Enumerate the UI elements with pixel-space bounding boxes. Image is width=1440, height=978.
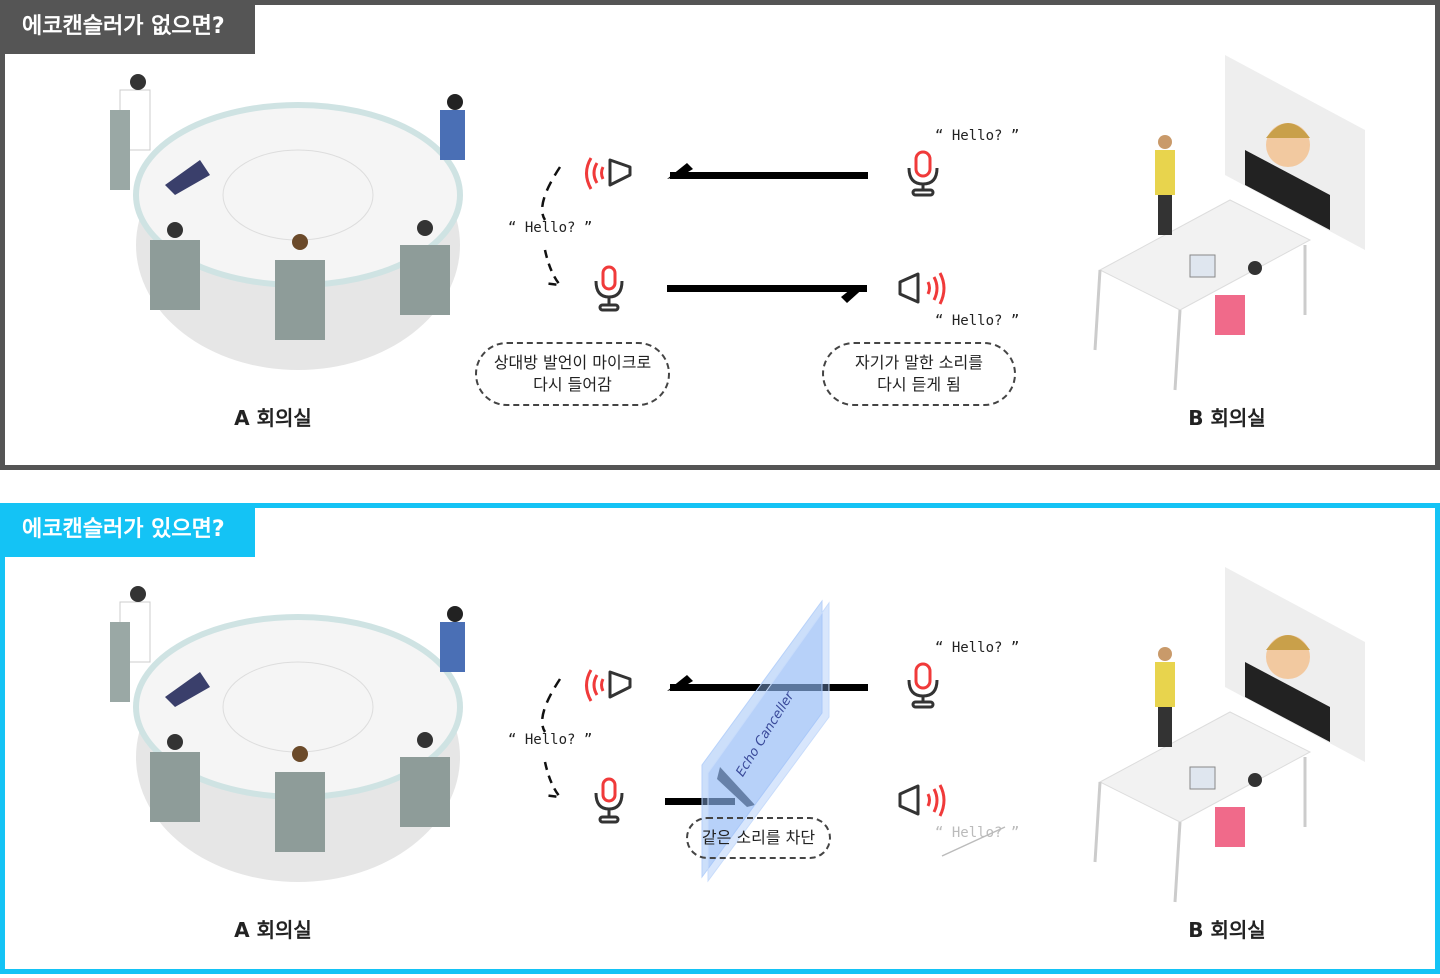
callout-line: 같은 소리를 차단 <box>701 828 816 847</box>
speaker-icon-right <box>898 784 946 817</box>
hello-label-left: “ Hello? ” <box>508 732 593 748</box>
room-b-illustration <box>1093 567 1365 903</box>
speaker-icon-left <box>585 157 632 190</box>
callout-line: 자기가 말한 소리를 <box>855 353 983 372</box>
speaker-icon-right <box>898 272 946 305</box>
callout-line: 상대방 발언이 마이크로 <box>493 353 652 372</box>
room-a-illustration <box>110 74 465 370</box>
hello-label-blocked: “ Hello? ” <box>935 825 1020 841</box>
room-b-label: B 회의실 <box>1188 406 1266 430</box>
diagram-graphics <box>110 567 1365 903</box>
room-a-label: A 회의실 <box>234 918 312 942</box>
room-b-label: B 회의실 <box>1188 918 1266 942</box>
strikethrough-line <box>941 826 1006 857</box>
dashed-echo-path <box>540 678 562 733</box>
callout-line: 다시 들어감 <box>533 375 612 394</box>
speaker-icon-left <box>585 669 632 702</box>
arrow-outgoing-audio <box>667 285 867 303</box>
panel-title: 에코캔슬러가 없으면? <box>0 0 255 54</box>
room-a-label: A 회의실 <box>234 406 312 430</box>
microphone-icon-left <box>594 777 624 824</box>
diagram-graphics <box>110 55 1365 391</box>
microphone-icon-right <box>907 150 939 197</box>
callout-block-same-sound: 같은 소리를 차단 <box>686 817 831 859</box>
microphone-icon-right <box>907 662 939 709</box>
room-b-illustration <box>1093 55 1365 391</box>
arrow-incoming-audio <box>667 163 868 179</box>
microphone-icon-left <box>594 265 624 312</box>
hello-label-right-top: “ Hello? ” <box>935 640 1020 656</box>
dashed-echo-path <box>540 166 562 221</box>
panel-without-echo-canceller: 에코캔슬러가 없으면? <box>0 0 1440 470</box>
arrow-outgoing-audio-blocked <box>665 767 755 807</box>
callout-line: 다시 듣게 됨 <box>877 375 961 394</box>
callout-hear-own-voice: 자기가 말한 소리를 다시 듣게 됨 <box>822 342 1016 406</box>
panel-with-echo-canceller: 에코캔슬러가 있으면? <box>0 503 1440 974</box>
hello-label-right-top: “ Hello? ” <box>935 128 1020 144</box>
hello-label-left: “ Hello? ” <box>508 220 593 236</box>
room-a-illustration <box>110 586 465 882</box>
panel-title: 에코캔슬러가 있으면? <box>0 503 255 557</box>
callout-mic-feedback: 상대방 발언이 마이크로 다시 들어감 <box>475 342 670 406</box>
hello-label-right-bottom: “ Hello? ” <box>935 313 1020 329</box>
